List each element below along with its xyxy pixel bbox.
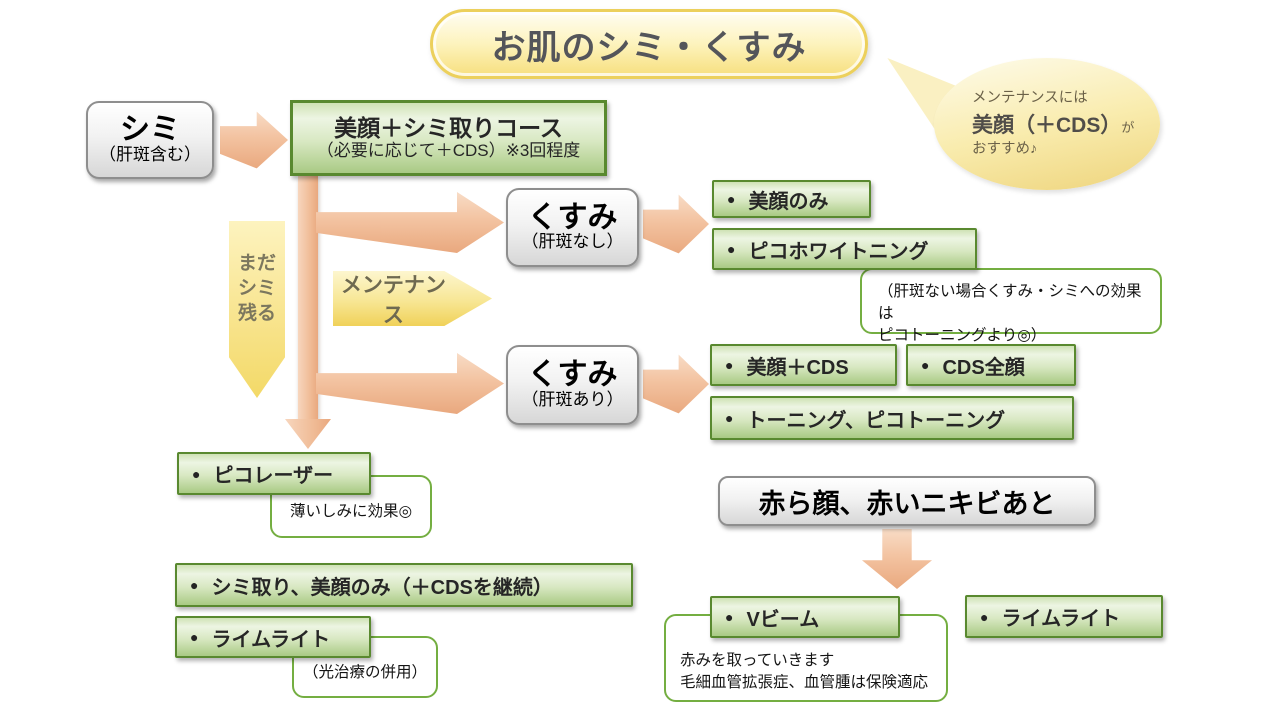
- option-pico-whitening-label: ピコホワイトニング: [748, 240, 929, 263]
- bubble-line-1: メンテナンスには: [972, 89, 1088, 106]
- title-banner: お肌のシミ・くすみ: [430, 9, 868, 79]
- option-cds-zengan: ● CDS全顔: [906, 344, 1076, 386]
- node-shimi-title: シミ: [120, 113, 180, 147]
- flow-down-arrowhead-icon: [285, 419, 331, 449]
- arrow-akaragao-down-icon: [862, 529, 932, 589]
- node-kusumi-ari-subtitle: （肝斑あり）: [521, 389, 624, 409]
- bubble-line-2-suffix: が: [1121, 120, 1135, 135]
- option-shimitori-keizoku-label: シミ取り、美顔のみ（＋CDSを継続）: [211, 576, 553, 599]
- label-maintenance-text: メンテナンス: [340, 273, 446, 327]
- arrow-kusumi-ari-options-icon: [643, 354, 709, 414]
- bullet-icon: ●: [190, 629, 199, 645]
- option-v-beam: ● Vビーム: [710, 596, 900, 638]
- option-bigan-only-label: 美顔のみ: [748, 190, 829, 213]
- option-bigan-cds-label: 美顔＋CDS: [746, 356, 849, 379]
- note-pico-whitening: （肝斑ない場合くすみ・シミへの効果は ピコトーニングより◎）: [860, 268, 1162, 344]
- option-limelight-right-label: ライムライト: [1001, 608, 1121, 630]
- arrow-shimi-to-course-icon: [220, 111, 288, 169]
- bullet-icon: ●: [725, 609, 734, 625]
- option-limelight-left: ● ライムライト: [175, 616, 371, 658]
- option-toning-label: トーニング、ピコトーニング: [746, 409, 1006, 432]
- node-shimi-subtitle: （肝斑含む）: [99, 144, 201, 164]
- option-limelight-left-label: ライムライト: [211, 628, 331, 651]
- bullet-icon: ●: [725, 357, 734, 373]
- label-maintenance: メンテナンス: [333, 271, 492, 326]
- arrow-kusumi-nashi-options-icon: [643, 194, 709, 254]
- note-pico-laser-text: 薄いしみに効果◎: [289, 503, 413, 520]
- node-kusumi-ari: くすみ （肝斑あり）: [506, 345, 639, 425]
- bubble-line-2-strong: 美顔（＋CDS）: [972, 114, 1122, 137]
- node-kusumi-ari-title: くすみ: [527, 358, 618, 392]
- option-shimitori-keizoku: ● シミ取り、美顔のみ（＋CDSを継続）: [175, 563, 633, 607]
- option-limelight-right: ● ライムライト: [965, 595, 1163, 638]
- bullet-icon: ●: [727, 241, 736, 257]
- bullet-icon: ●: [921, 357, 930, 373]
- branch-arrow-kusumi-nashi-icon: [316, 192, 504, 253]
- page-title: お肌のシミ・くすみ: [491, 28, 807, 67]
- option-v-beam-label: Vビーム: [746, 608, 820, 631]
- option-pico-whitening: ● ピコホワイトニング: [712, 228, 977, 270]
- node-kusumi-nashi-title: くすみ: [527, 200, 618, 234]
- bubble-line-2: 美顔（＋CDS）が: [972, 109, 1160, 139]
- option-cds-zengan-label: CDS全顔: [942, 356, 1025, 379]
- bullet-icon: ●: [980, 608, 989, 625]
- option-toning: ● トーニング、ピコトーニング: [710, 396, 1074, 440]
- node-shimi: シミ （肝斑含む）: [86, 101, 214, 179]
- bullet-icon: ●: [190, 577, 199, 593]
- node-kusumi-nashi-subtitle: （肝斑なし）: [521, 232, 624, 252]
- label-mada-shimi-nokoru-text: まだ シミ 残る: [237, 253, 276, 325]
- option-pico-laser: ● ピコレーザー: [177, 452, 371, 495]
- note-limelight-text: （光治療の併用）: [302, 664, 427, 681]
- bubble-line-3: おすすめ♪: [972, 141, 1038, 157]
- option-bigan-only: ● 美顔のみ: [712, 180, 871, 218]
- node-course-subtitle: （必要に応じて＋CDS）※3回程度: [316, 140, 581, 160]
- node-kusumi-nashi: くすみ （肝斑なし）: [506, 188, 639, 267]
- node-akaragao-title: 赤ら顔、赤いニキビあと: [758, 488, 1056, 519]
- speech-bubble: メンテナンスには 美顔（＋CDS）が おすすめ♪: [934, 58, 1160, 190]
- label-mada-shimi-nokoru: まだ シミ 残る: [229, 221, 285, 398]
- node-akaragao: 赤ら顔、赤いニキビあと: [718, 476, 1096, 526]
- node-course-title: 美顔＋シミ取りコース: [334, 115, 563, 142]
- node-course: 美顔＋シミ取りコース （必要に応じて＋CDS）※3回程度: [290, 100, 607, 176]
- bullet-icon: ●: [192, 465, 201, 482]
- bullet-icon: ●: [727, 191, 736, 207]
- flow-vertical-bar: [298, 176, 318, 420]
- option-bigan-cds: ● 美顔＋CDS: [710, 344, 897, 386]
- option-pico-laser-label: ピコレーザー: [213, 465, 334, 487]
- bullet-icon: ●: [725, 410, 734, 426]
- branch-arrow-kusumi-ari-icon: [316, 353, 504, 414]
